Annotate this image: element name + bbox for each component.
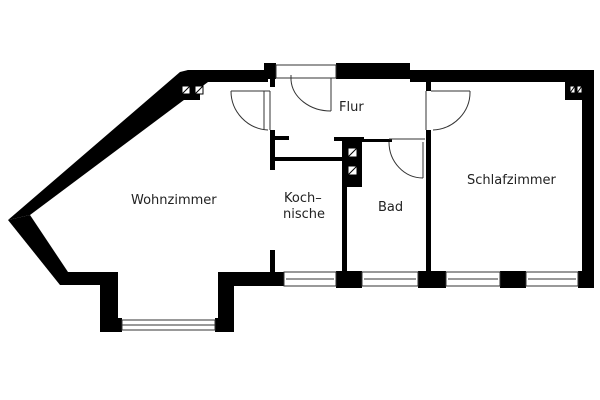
label-flur: Flur	[339, 100, 364, 115]
shaft-flues	[347, 147, 358, 176]
label-kochnische-1: Koch–	[284, 191, 322, 206]
wall-koch-bad	[342, 140, 347, 272]
wall-diagonal-nw-2	[170, 70, 268, 100]
wall-top-schlaf	[410, 70, 594, 82]
door-wohnzimmer	[230, 90, 271, 131]
wall-flur-stub	[275, 136, 289, 140]
wall-bay-right-ledge	[218, 272, 284, 286]
wall-top-flur-left	[264, 63, 276, 79]
label-kochnische-2: nische	[283, 207, 325, 222]
wall-bay-left-bottom	[100, 318, 122, 332]
entry-door-frame	[275, 64, 337, 79]
pier-3	[500, 271, 526, 288]
wall-bay-left	[100, 272, 118, 332]
wall-top-flur-right	[336, 63, 410, 79]
flues	[181, 85, 583, 95]
doors	[230, 75, 471, 179]
wall-koch-top	[275, 157, 345, 161]
wall-flur-left	[270, 130, 275, 170]
pier-4	[578, 271, 594, 288]
door-entry	[290, 75, 332, 112]
windows	[121, 64, 579, 331]
wall-bay-right-bottom	[215, 318, 234, 332]
wall-bad-top	[362, 139, 392, 142]
label-bad: Bad	[378, 200, 403, 215]
door-bad	[388, 138, 425, 179]
label-schlafzimmer: Schlafzimmer	[467, 173, 557, 188]
label-wohnzimmer: Wohnzimmer	[131, 193, 217, 208]
wall-flur-right-top	[426, 79, 431, 91]
wall-bay-right	[218, 272, 234, 332]
wall-right	[582, 70, 594, 288]
pier-1	[336, 271, 362, 288]
wall-flur-left-top	[270, 79, 275, 87]
door-schlafzimmer	[425, 90, 471, 131]
wall-koch-stub	[270, 250, 275, 272]
outer-walls	[8, 63, 594, 332]
wall-shaft-top	[334, 137, 364, 141]
wall-diagonal-sw	[8, 215, 68, 285]
pier-2	[418, 271, 446, 288]
wall-shaft	[342, 137, 362, 187]
wall-diagonal-nw	[8, 70, 208, 220]
wall-bad-schlaf	[426, 130, 431, 272]
